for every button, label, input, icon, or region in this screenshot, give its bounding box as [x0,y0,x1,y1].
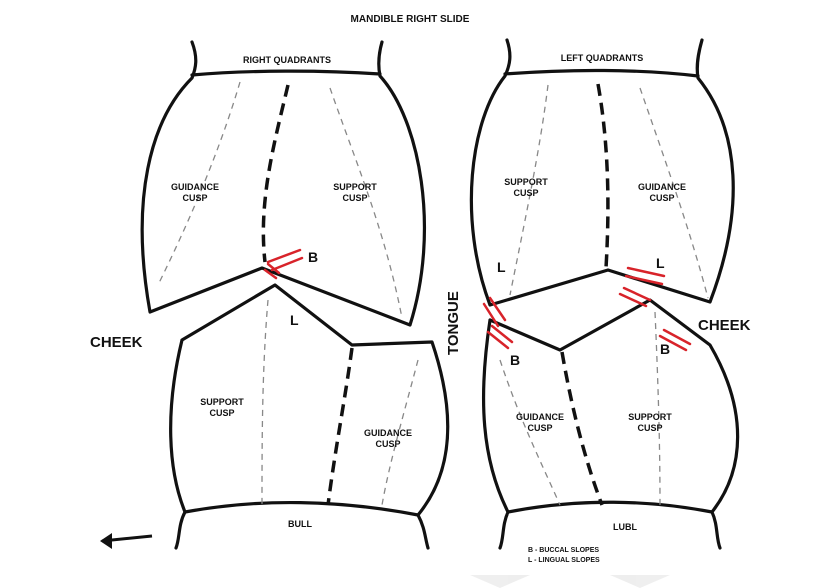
lower-left-tooth-band [508,502,712,512]
upper-right-guidance-label-2: CUSP [182,193,207,203]
upper-right-support-label: SUPPORT [333,182,377,192]
right-cheek-label: CHEEK [90,334,143,351]
upper-left-guidance-label: GUIDANCE [638,182,686,192]
upper-left-support-label-2: CUSP [513,188,538,198]
right-quadrants-label: RIGHT QUADRANTS [243,55,331,65]
left-lubl-label: LUBL [613,522,637,532]
arrow-left-icon [100,533,152,549]
upper-right-groove-right [330,88,402,318]
lower-left-support-label: SUPPORT [628,412,672,422]
lower-right-guidance-label: GUIDANCE [364,428,412,438]
upper-left-support-label: SUPPORT [504,177,548,187]
lower-right-support-label-2: CUSP [209,408,234,418]
legend-buccal: B - BUCCAL SLOPES [528,547,599,554]
left-contact-marks [484,268,690,350]
lower-left-support-label-2: CUSP [637,423,662,433]
left-l-marker-inner: L [497,259,506,275]
diagram-title: MANDIBLE RIGHT SLIDE [351,14,470,25]
legend-lingual: L - LINGUAL SLOPES [528,557,600,564]
lower-right-tooth-band [185,503,418,515]
lower-right-groove-left [262,300,268,505]
left-cheek-label: CHEEK [698,317,751,334]
upper-left-tooth-band [505,70,698,76]
upper-left-tooth-outline [471,40,733,305]
right-l-marker: L [290,312,299,328]
tongue-label: TONGUE [445,291,462,355]
lower-right-central-fissure [328,348,352,505]
lower-left-guidance-label: GUIDANCE [516,412,564,422]
upper-right-support-label-2: CUSP [342,193,367,203]
upper-right-central-fissure [263,85,288,262]
lower-right-guidance-label-2: CUSP [375,439,400,449]
right-quadrants-panel: RIGHT QUADRANTS GUIDANCE CUSP SUPPORT CU… [90,42,448,549]
left-quadrants-panel: LEFT QUADRANTS SUPPORT CUSP GUIDANCE CUS… [471,40,750,564]
lower-right-support-label: SUPPORT [200,397,244,407]
lower-left-central-fissure [562,352,602,505]
right-b-marker: B [308,249,318,265]
upper-right-guidance-label: GUIDANCE [171,182,219,192]
upper-left-central-fissure [598,84,608,268]
left-quadrants-label: LEFT QUADRANTS [561,53,644,63]
upper-left-guidance-label-2: CUSP [649,193,674,203]
bottom-decor [470,575,670,588]
left-b-marker-inner: B [510,352,520,368]
left-l-marker-outer: L [656,255,665,271]
right-bull-label: BULL [288,519,312,529]
left-b-marker-outer: B [660,341,670,357]
upper-right-tooth-band [192,71,380,75]
right-contact-marks [265,250,302,278]
lower-left-guidance-label-2: CUSP [527,423,552,433]
